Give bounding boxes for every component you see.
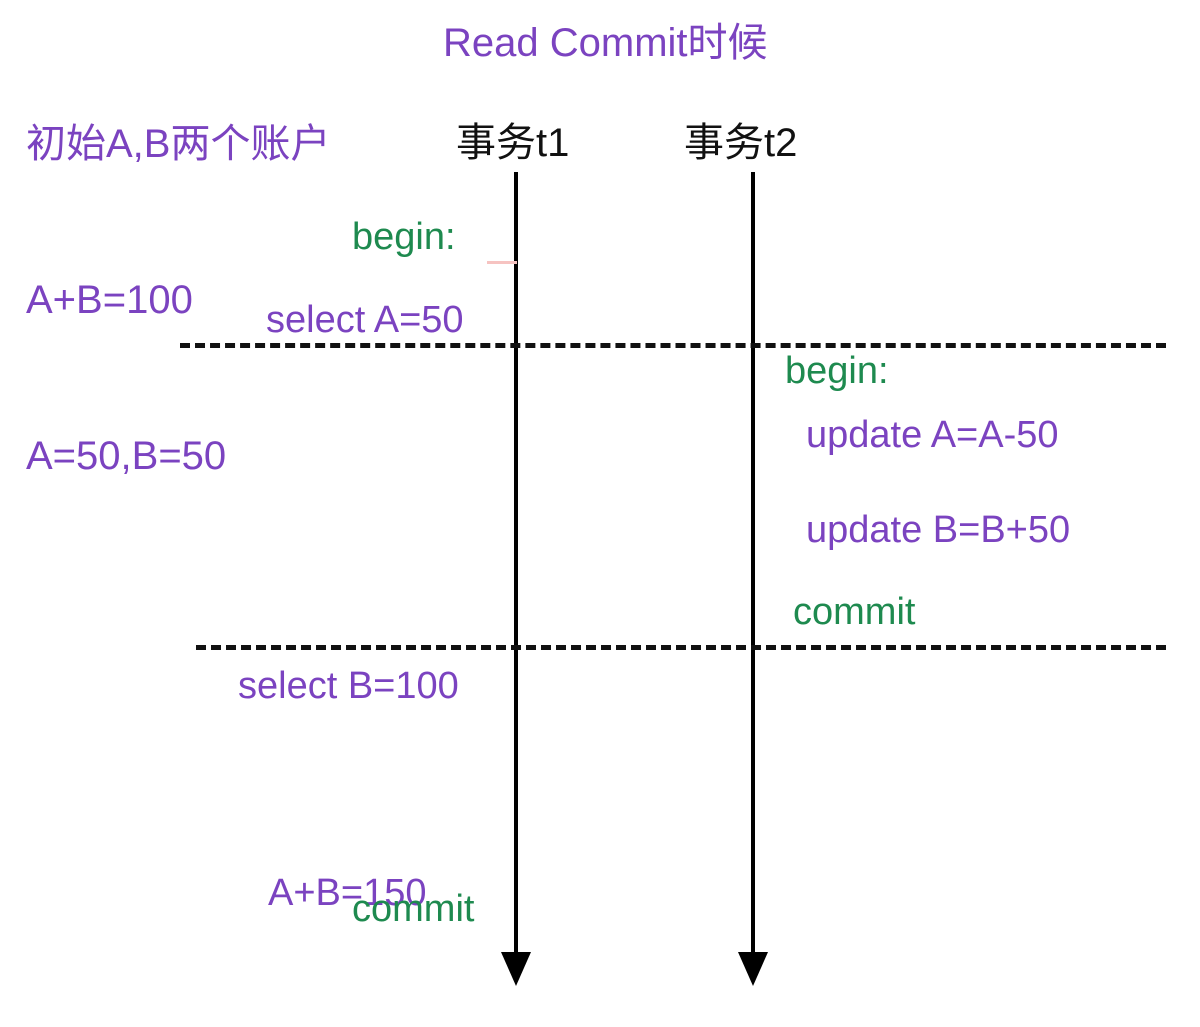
diagram-title: Read Commit时候 bbox=[443, 21, 768, 65]
time-divider-upper bbox=[180, 343, 1166, 348]
note-line-2: A+B=100 bbox=[26, 278, 193, 322]
note-line-1: 初始A,B两个账户 bbox=[26, 122, 331, 166]
statement-t1-select-a: select A=50 bbox=[266, 299, 464, 341]
lifeline-t1 bbox=[514, 172, 518, 957]
statement-t1-commit: commit bbox=[352, 888, 475, 930]
statement-t2-begin: begin: bbox=[785, 350, 889, 392]
lifeline-t2 bbox=[751, 172, 755, 957]
statement-t2-update-a: update A=A-50 bbox=[806, 414, 1059, 456]
statement-t1-select-b: select B=100 bbox=[238, 665, 459, 707]
pink-tick-marker bbox=[487, 261, 517, 264]
initial-state-note: 初始A,B两个账户 A+B=100 A=50,B=50 bbox=[26, 14, 330, 586]
lifeline-label-t1: 事务t1 bbox=[456, 121, 570, 165]
statement-t2-commit: commit bbox=[793, 591, 916, 633]
note-line-3: A=50,B=50 bbox=[26, 434, 227, 478]
lifeline-label-t2: 事务t2 bbox=[684, 121, 798, 165]
statement-t1-begin: begin: bbox=[352, 216, 456, 258]
lifeline-arrowhead-t1-icon bbox=[501, 952, 531, 986]
statement-t1-sum-line-1: A+B=150 bbox=[268, 871, 427, 914]
statement-t2-update-b: update B=B+50 bbox=[806, 509, 1071, 551]
statement-t1-sum-note: A+B=150 不一致 bbox=[268, 762, 426, 1027]
time-divider-lower bbox=[196, 645, 1166, 650]
lifeline-arrowhead-t2-icon bbox=[738, 952, 768, 986]
